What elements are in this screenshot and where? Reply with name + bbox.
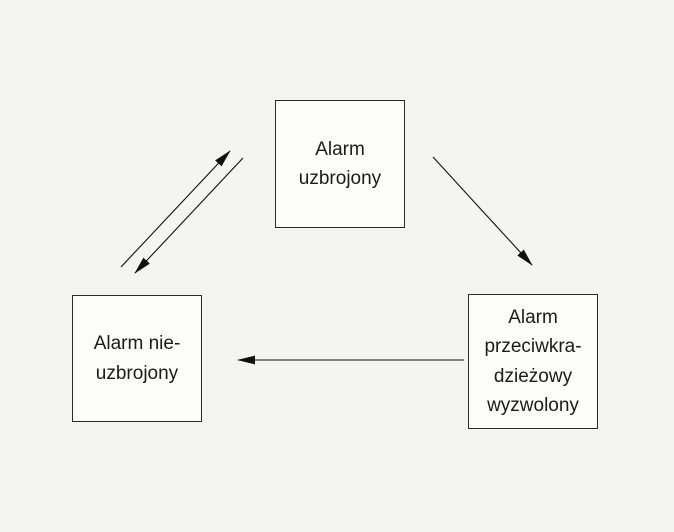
node-alarm-triggered: Alarm przeciwkra- dzieżowy wyzwolony xyxy=(468,294,598,429)
node-alarm-triggered-label-line-4: wyzwolony xyxy=(487,394,579,416)
node-alarm-triggered-label-line-2: przeciwkra- xyxy=(484,336,582,358)
node-alarm-armed-label-line-2: uzbrojony xyxy=(298,168,382,189)
node-alarm-disarmed-label-line-2: uzbrojony xyxy=(95,362,179,384)
edge-armed-to-triggered-arrow xyxy=(432,156,533,266)
node-alarm-triggered-label-line-3: dzieżowy xyxy=(493,365,573,387)
edge-armed-to-disarmed-arrow xyxy=(134,157,244,274)
node-alarm-armed-label-line-1: Alarm xyxy=(315,138,365,160)
node-alarm-disarmed: Alarm nie- uzbrojony xyxy=(72,295,202,422)
edge-disarmed-to-armed-arrow xyxy=(120,150,231,268)
node-alarm-disarmed-label-line-1: Alarm nie- xyxy=(93,333,181,355)
node-alarm-armed: Alarm uzbrojony xyxy=(275,100,405,228)
node-alarm-triggered-label-line-1: Alarm xyxy=(508,306,558,328)
